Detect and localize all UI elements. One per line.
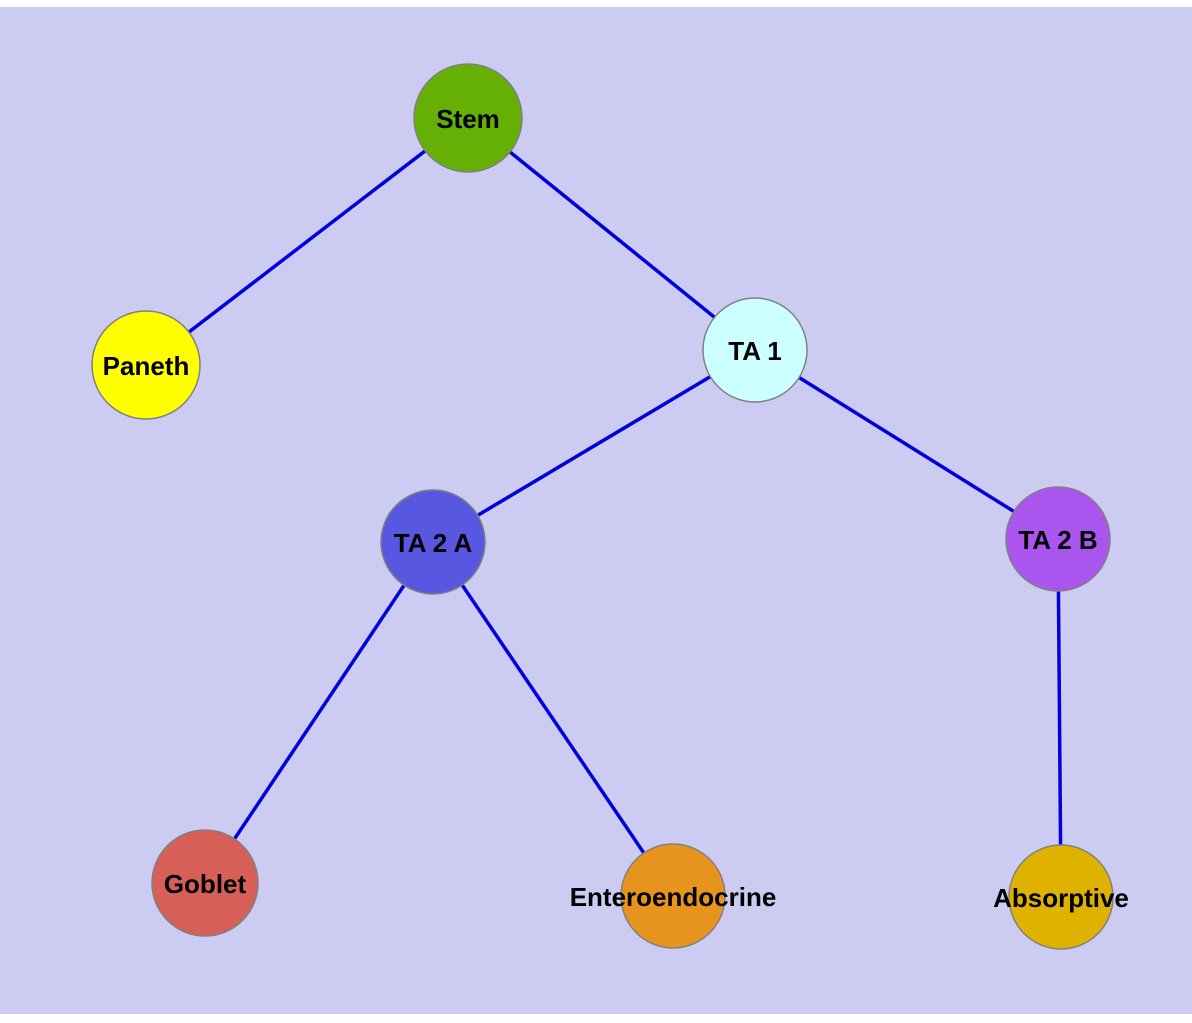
graph-node-ta2b[interactable] xyxy=(1005,486,1111,592)
graph-node-stem[interactable] xyxy=(413,63,523,173)
graph-node-goblet[interactable] xyxy=(151,829,259,937)
graph-edge-stem-paneth[interactable] xyxy=(144,116,470,367)
graph-edge-ta2b-absorptive[interactable] xyxy=(1056,538,1063,898)
graph-node-absorptive[interactable] xyxy=(1008,844,1114,950)
graph-node-enteroendocrine[interactable] xyxy=(620,843,726,949)
graph-edge-ta1-ta2a[interactable] xyxy=(432,348,756,544)
graph-edge-ta1-ta2b[interactable] xyxy=(754,348,1059,541)
graph-node-ta1[interactable] xyxy=(702,297,808,403)
graph-edge-ta2a-enteroendocrine[interactable] xyxy=(431,541,675,897)
graph-edge-ta2a-goblet[interactable] xyxy=(203,541,435,884)
graph-node-ta2a[interactable] xyxy=(380,489,486,595)
graph-node-paneth[interactable] xyxy=(91,310,201,420)
graph-edge-stem-ta1[interactable] xyxy=(466,116,757,352)
